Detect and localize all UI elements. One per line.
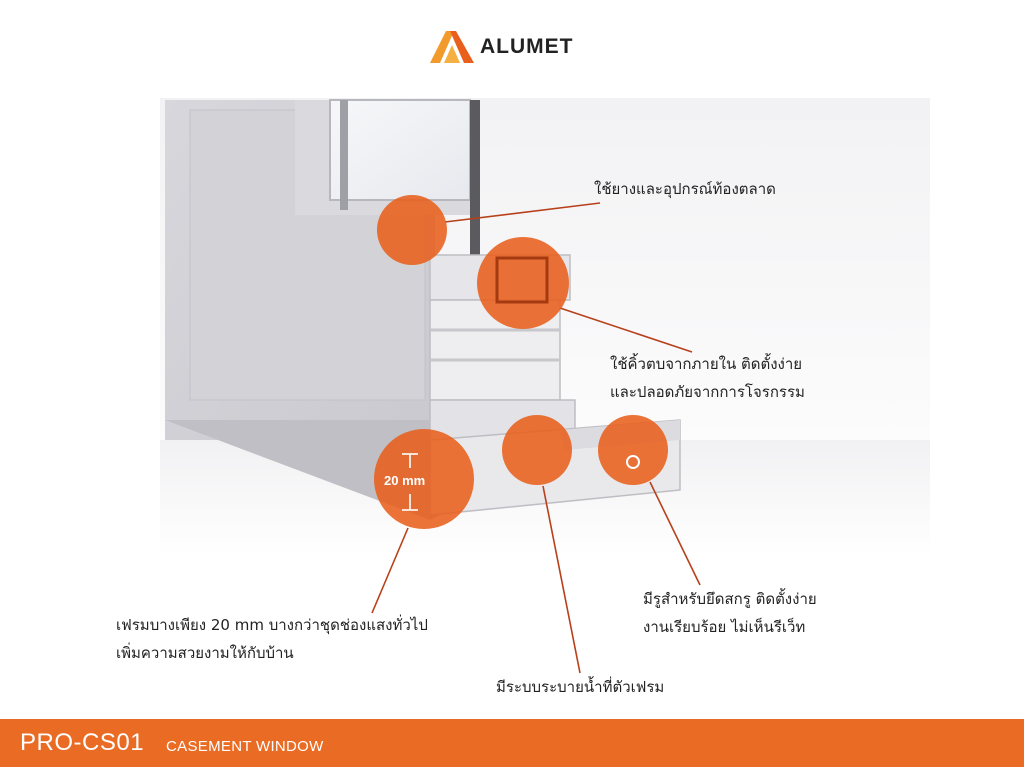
highlight-drain [502,415,572,485]
callout-screw: มีรูสำหรับยึดสกรู ติดตั้งง่าย งานเรียบร้… [643,585,817,641]
dimension-marks [402,453,418,511]
brand-logo: ALUMET [430,30,574,64]
callout-frame: เฟรมบางเพียง 20 mm บางกว่าชุดช่องแสงทั่ว… [116,611,428,667]
callout-screw-line2: งานเรียบร้อย ไม่เห็นรีเว็ท [643,618,806,636]
model-code: PRO-CS01 [20,729,145,756]
glass-bead [340,100,348,210]
callout-line-frame [371,527,409,614]
product-type: CASEMENT WINDOW [166,737,324,755]
footer-bar: PRO-CS01 CASEMENT WINDOW [0,719,1024,767]
highlight-screw [598,415,668,485]
callout-bead-line2: และปลอดภัยจากการโจรกรรม [610,383,805,401]
glass-pane [329,99,471,201]
callout-screw-line1: มีรูสำหรับยึดสกรู ติดตั้งง่าย [643,590,817,608]
callout-bead-line1: ใช้คิ้วตบจากภายใน ติดตั้งง่าย [610,355,803,373]
callout-bead: ใช้คิ้วตบจากภายใน ติดตั้งง่าย และปลอดภัย… [610,350,805,406]
callout-gasket: ใช้ยางและอุปกรณ์ท้องตลาด [594,175,776,203]
brand-name: ALUMET [480,35,574,58]
alumet-logo-icon [430,31,474,63]
callout-frame-line1: เฟรมบางเพียง 20 mm บางกว่าชุดช่องแสงทั่ว… [116,616,428,634]
callout-drain: มีระบบระบายน้ำที่ตัวเฟรม [496,673,664,701]
dark-gasket-strip [470,100,480,260]
callout-line-screw [649,481,701,586]
highlight-frame [374,429,474,529]
callout-drain-text: มีระบบระบายน้ำที่ตัวเฟรม [496,678,665,696]
highlight-gasket [377,195,447,265]
highlight-bead [477,237,569,329]
callout-line-gasket [444,202,601,223]
callout-frame-line2: เพิ่มความสวยงามให้กับบ้าน [116,644,294,662]
callout-gasket-text: ใช้ยางและอุปกรณ์ท้องตลาด [594,180,776,198]
callout-line-drain [542,485,581,674]
dimension-label: 20 mm [384,473,426,488]
callout-line-bead [559,307,693,353]
